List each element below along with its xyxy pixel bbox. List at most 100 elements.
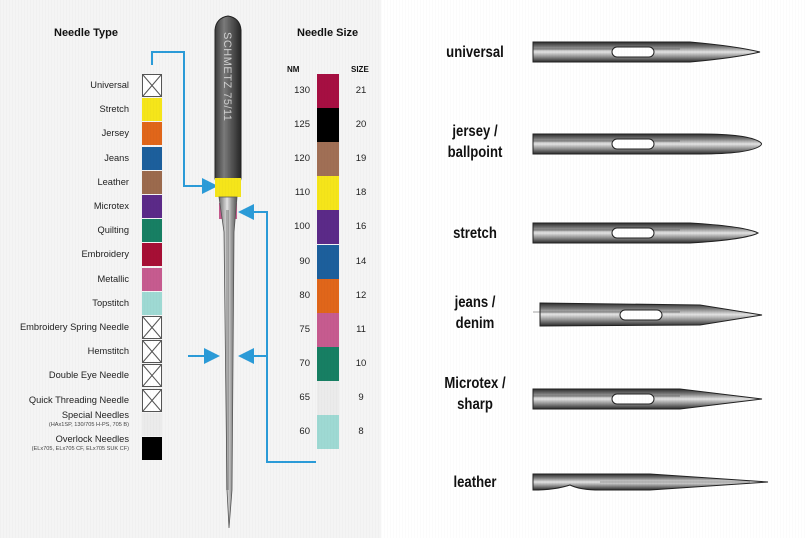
nm-column-header: NM xyxy=(287,65,300,74)
size-swatch xyxy=(317,312,339,347)
needle-type-label: Universal xyxy=(90,80,129,90)
needle-point-label-line1: jersey / xyxy=(452,123,498,140)
needle-point-label-line1: universal xyxy=(446,43,504,61)
needle-point-label-line2: ballpoint xyxy=(447,144,503,161)
size-value: 18 xyxy=(355,187,367,199)
needle-point-label-line2: denim xyxy=(455,315,495,332)
needle-eye xyxy=(611,138,655,150)
nm-value: 110 xyxy=(294,187,310,199)
needle-points-panel xyxy=(431,10,807,510)
type-swatch xyxy=(142,170,162,194)
size-swatch xyxy=(317,278,339,313)
size-value: 20 xyxy=(355,119,367,131)
type-swatch xyxy=(142,364,162,388)
type-swatch xyxy=(142,437,162,460)
type-swatch xyxy=(142,146,162,170)
needle-type-label: Jeans xyxy=(104,152,129,163)
type-swatch xyxy=(142,74,162,97)
nm-value: 120 xyxy=(294,153,310,165)
needle-point-label-line1: Microtex / xyxy=(444,375,506,392)
needle-eye xyxy=(611,227,655,239)
needle-type-label: Hemstitch xyxy=(87,346,129,357)
nm-value: 130 xyxy=(294,85,310,96)
needle-point-illustrations xyxy=(532,41,769,491)
needle-type-label: Leather xyxy=(97,176,129,187)
needle-type-label: Embroidery xyxy=(81,249,129,260)
needle-point-4 xyxy=(532,388,763,410)
type-swatch xyxy=(142,316,162,339)
nm-value: 65 xyxy=(299,391,310,403)
needle-point-label: jersey / ballpoint xyxy=(434,121,516,163)
needle-point-label-line1: jeans / xyxy=(454,294,496,311)
needle-eye xyxy=(611,46,655,58)
needle-eye xyxy=(611,393,655,405)
type-swatch xyxy=(142,195,162,218)
size-value: 14 xyxy=(355,255,367,267)
needle-point-label: universal xyxy=(434,42,516,63)
needle-point-label-line2: sharp xyxy=(457,396,493,413)
size-swatch xyxy=(317,346,339,381)
nm-value: 70 xyxy=(299,357,310,369)
needle-type-heading: Needle Type xyxy=(54,27,118,39)
type-swatch xyxy=(142,98,162,122)
needle-type-label: Special Needles xyxy=(61,409,129,420)
needle-point-label: leather xyxy=(434,472,516,493)
needle-point-2 xyxy=(532,222,760,244)
size-swatch xyxy=(317,244,339,279)
needle-type-label: Quilting xyxy=(97,225,129,236)
type-swatch xyxy=(142,219,162,243)
needle-type-sublabel: (ELx705, ELx705 CF, ELx705 SUK CF) xyxy=(31,446,129,452)
needle-type-label: Jersey xyxy=(101,128,129,139)
needle-type-label: Microtex xyxy=(93,201,129,211)
needle-point-5 xyxy=(532,473,769,491)
type-color-band xyxy=(215,178,241,197)
needle-type-label: Double Eye Needle xyxy=(48,370,129,381)
needle-eye xyxy=(619,309,663,321)
needle-brand-text: SCHMETZ 75/11 xyxy=(221,32,233,121)
type-swatch xyxy=(142,412,162,436)
size-swatch xyxy=(317,210,339,245)
size-swatch xyxy=(317,142,339,177)
size-value: 10 xyxy=(355,357,367,369)
type-swatch xyxy=(142,340,162,364)
size-column-header: SIZE xyxy=(351,65,369,74)
needle-point-1 xyxy=(532,133,762,155)
size-value: 16 xyxy=(355,221,367,233)
needle-type-label: Metallic xyxy=(97,273,129,284)
needle-point-label-line1: leather xyxy=(453,473,497,491)
nm-value: 80 xyxy=(299,289,310,301)
needle-point-label-line1: stretch xyxy=(453,224,497,242)
nm-value: 125 xyxy=(294,119,310,131)
size-value: 19 xyxy=(355,153,367,165)
needle-size-heading: Needle Size xyxy=(297,27,359,39)
nm-value: 60 xyxy=(299,426,310,437)
needle-type-label: Topstitch xyxy=(92,297,129,308)
needle-type-label: Embroidery Spring Needle xyxy=(19,322,129,332)
size-swatch xyxy=(317,74,339,108)
type-swatch xyxy=(142,267,162,291)
needle-point-label: Microtex / sharp xyxy=(434,373,516,415)
size-swatch xyxy=(317,176,339,211)
needle-point-label: stretch xyxy=(434,223,516,244)
nm-value: 100 xyxy=(294,221,310,233)
size-value: 8 xyxy=(358,426,364,437)
needle-point-3 xyxy=(533,302,763,327)
type-swatch xyxy=(142,122,162,146)
needle-point-label: jeans / denim xyxy=(434,292,516,334)
size-swatch xyxy=(317,380,339,415)
nm-value: 75 xyxy=(299,323,310,335)
type-swatch xyxy=(142,243,162,267)
type-swatch xyxy=(142,291,162,315)
needle-type-sublabel: (HAx1SP, 130/705 H-PS, 705 B) xyxy=(48,421,129,428)
nm-value: 90 xyxy=(299,255,310,267)
size-value: 21 xyxy=(355,85,367,96)
sewing-needle xyxy=(214,15,242,529)
needle-type-label: Overlock Needles xyxy=(55,434,129,444)
size-arrow xyxy=(238,204,316,463)
size-swatch xyxy=(317,108,339,143)
needle-point-0 xyxy=(532,41,761,63)
type-arrow xyxy=(151,51,218,194)
needle-type-label: Stretch xyxy=(99,104,129,115)
size-value: 12 xyxy=(355,289,367,301)
